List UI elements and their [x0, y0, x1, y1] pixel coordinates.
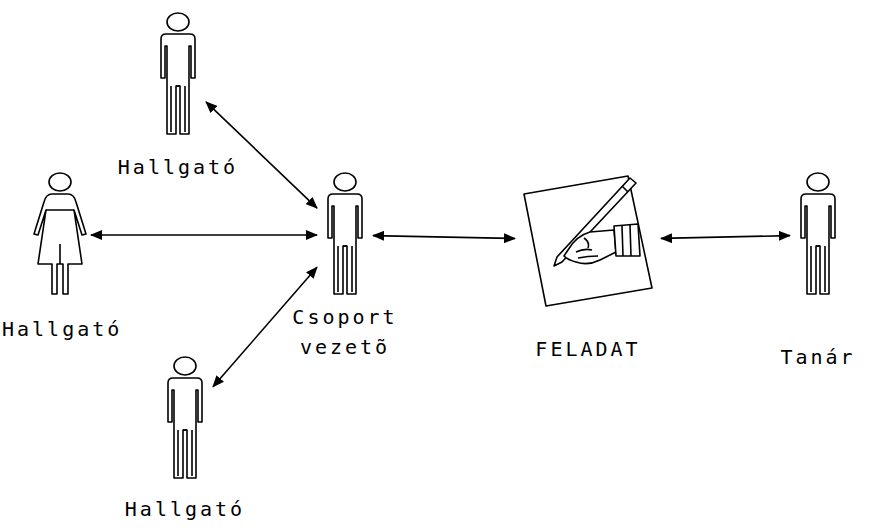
person-figure: Tanár [772, 172, 864, 372]
person-figure: Hallgató [2, 172, 118, 344]
cuff-line [622, 225, 631, 256]
double-arrow [206, 102, 317, 208]
double-arrow [91, 234, 317, 236]
leg-line [811, 246, 825, 292]
leg-line [171, 86, 185, 132]
task-label: FELADAT [503, 334, 673, 364]
body [34, 194, 86, 294]
person-label: Csoport vezetõ [283, 302, 407, 362]
head [334, 173, 356, 191]
person-drawing [320, 172, 370, 298]
person-label: Hallgató [2, 314, 118, 344]
double-arrow [373, 236, 515, 239]
task-drawing [518, 170, 658, 310]
head [807, 173, 829, 191]
pencil-band [622, 186, 628, 192]
task-icon: FELADAT [503, 170, 673, 364]
dress-line [46, 210, 74, 264]
hand [564, 230, 616, 264]
paper-sheet [524, 176, 652, 306]
cuff [614, 224, 640, 256]
head [174, 357, 196, 375]
person-label: Hallgató [103, 152, 253, 182]
double-arrow [661, 236, 790, 239]
person-label: Tanár [772, 342, 864, 372]
finger-line [576, 238, 598, 258]
person-figure: Hallgató [103, 12, 253, 182]
head [167, 13, 189, 31]
body [161, 34, 195, 134]
person-drawing [153, 12, 203, 138]
person-drawing [793, 172, 843, 298]
person-drawing [32, 172, 88, 298]
person-figure: Csoport vezetõ [283, 172, 407, 362]
leg-line [178, 430, 192, 476]
body [168, 378, 202, 478]
leg-line [338, 246, 352, 292]
body [328, 194, 362, 294]
person-label: Hallgató [110, 494, 260, 524]
person-figure: Hallgató [110, 356, 260, 524]
head [49, 173, 71, 191]
body [801, 194, 835, 294]
person-drawing [160, 356, 210, 482]
